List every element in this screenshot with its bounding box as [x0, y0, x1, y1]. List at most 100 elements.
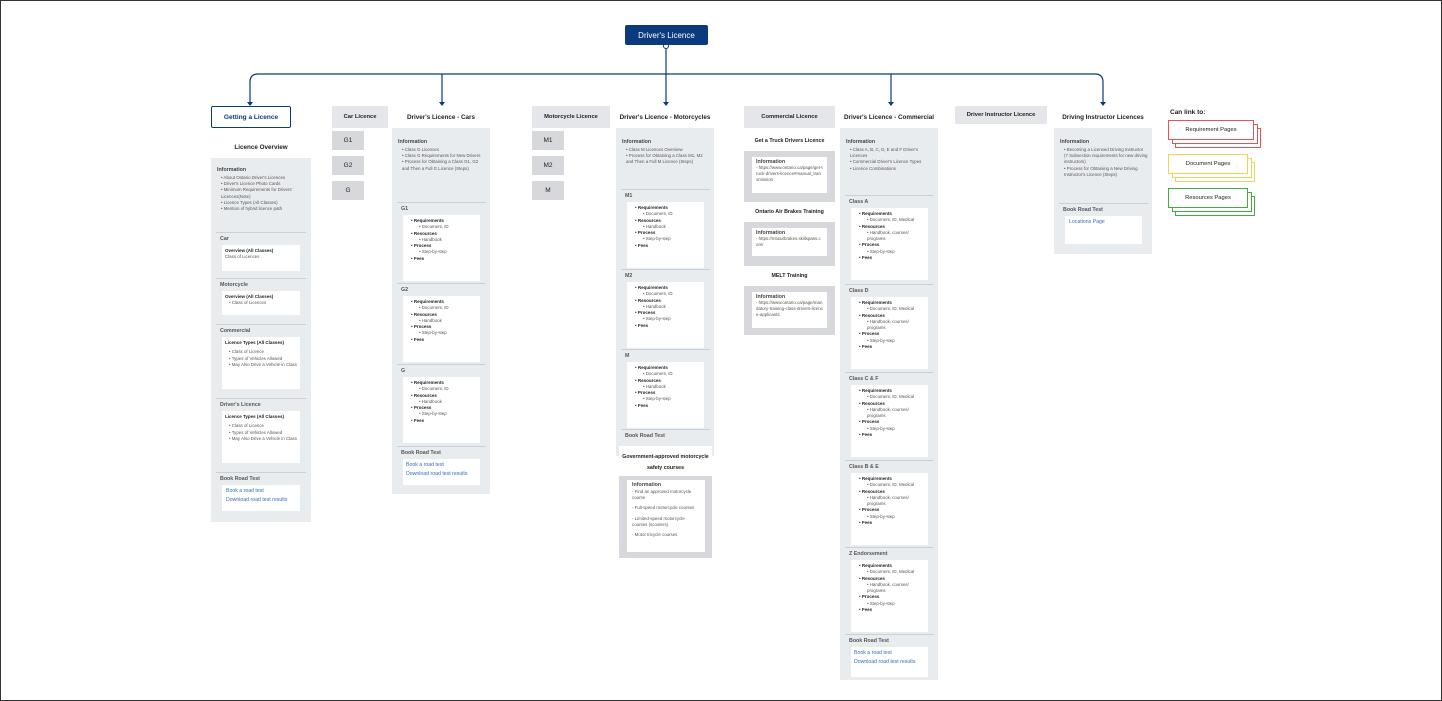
getting-motorcycle-section[interactable]: Motorcycle Overview (All Classes)• Class… — [216, 278, 306, 320]
section-title: Commercial — [220, 328, 251, 334]
moto-level-m2[interactable]: M2 — [532, 156, 564, 175]
class-title: M1 — [625, 193, 633, 199]
truck-licence-url[interactable]: - https://www.ontario.ca/page/get-truck-… — [756, 165, 823, 183]
instructor-info: Information • Becoming a Licensed Drivin… — [1060, 139, 1148, 177]
class-title: G2 — [401, 287, 409, 293]
road-test-results-link[interactable]: Download road test results — [854, 659, 916, 665]
section-title: Book Road Test — [849, 638, 889, 644]
road-test-results-link[interactable]: Download road test results — [226, 497, 288, 503]
class-title: Class C & F — [849, 376, 879, 382]
info-title: Information — [1060, 139, 1090, 145]
class-title: M — [625, 353, 630, 359]
locations-page-link[interactable]: Locations Page — [1069, 219, 1105, 225]
class-details: • Requirements• Document, ID, Medical• R… — [851, 473, 928, 545]
legend-title: Can link to: — [1170, 109, 1206, 116]
section-title: Book Road Test — [220, 476, 260, 482]
car-class-section[interactable]: G2 • Requirements• Document, ID• Resource… — [397, 283, 486, 362]
instructor-header[interactable]: Driving Instructor Licences — [1054, 106, 1152, 128]
melt-training-info: Information- https://www.ontario.ca/page… — [752, 292, 827, 328]
motorcycle-licence-tag[interactable]: Motorcycle Licence — [532, 106, 610, 128]
class-details: • Requirements• Document, ID• Resources•… — [403, 215, 480, 281]
moto-level-m[interactable]: M — [532, 181, 564, 200]
class-details: • Requirements• Document, ID• Resources•… — [627, 202, 704, 268]
moto-level-m1[interactable]: M1 — [532, 131, 564, 150]
info-title: Information — [398, 139, 428, 145]
getting-commercial-section[interactable]: Commercial Licence Types (All Classes) •… — [216, 324, 306, 394]
commercial-class-section[interactable]: Class A • Requirements• Document, ID, Med… — [845, 195, 934, 280]
class-title: G — [401, 368, 406, 374]
class-title: G1 — [401, 206, 409, 212]
moto-safety-courses[interactable]: Government-approved motorcycle safety co… — [619, 446, 712, 558]
course-item: - Motor tricycle courses — [632, 532, 678, 538]
car-class-section[interactable]: G1 • Requirements• Document, ID• Resource… — [397, 202, 486, 281]
class-title: Z Endorsement — [849, 551, 888, 557]
section-line: Class of Licences — [225, 254, 260, 260]
class-details: • Requirements• Document, ID• Resources•… — [627, 282, 704, 348]
truck-licence-info: Information- https://www.ontario.ca/page… — [752, 157, 827, 193]
air-brakes-info: Information- https://mtoairbrakes.skills… — [752, 228, 827, 256]
air-brakes-url[interactable]: - https://mtoairbrakes.skillspass.com/ — [756, 236, 821, 248]
moto-class-section[interactable]: M1 • Requirements• Document, ID• Resource… — [621, 189, 710, 268]
class-details: • Requirements• Document, ID, Medical• R… — [851, 297, 928, 369]
commercial-class-section[interactable]: Class B & E • Requirements• Document, ID,… — [845, 460, 934, 545]
class-details: • Requirements• Document, ID, Medical• R… — [851, 208, 928, 280]
licence-overview-title[interactable]: Licence Overview — [211, 136, 311, 158]
moto-class-section[interactable]: M2 • Requirements• Document, ID• Resource… — [621, 269, 710, 348]
commercial-header[interactable]: Driver's Licence - Commercial — [840, 106, 938, 128]
moto-class-section[interactable]: M • Requirements• Document, ID• Resources… — [621, 349, 710, 428]
root-node[interactable]: Driver's Licence — [625, 25, 708, 45]
class-title: Class D — [849, 288, 869, 294]
melt-training-title[interactable]: MELT Training — [744, 266, 835, 286]
info-title: Information — [217, 167, 247, 173]
truck-licence-title[interactable]: Get a Truck Drivers Licence — [744, 131, 835, 151]
course-item: - Full-speed motorcycle courses — [632, 505, 695, 511]
section-title: Book Road Test — [1063, 207, 1103, 213]
info-item: • Mention of hybrid licence path — [221, 206, 283, 212]
road-test-link[interactable]: Book a road test — [226, 488, 264, 494]
getting-info: Information • About Ontario Driver's Lic… — [217, 167, 307, 212]
road-test-link[interactable]: Book a road test — [406, 462, 444, 468]
car-level-g[interactable]: G — [332, 181, 364, 200]
class-details: • Requirements• Document, ID, Medical• R… — [851, 385, 928, 457]
car-licence-tag[interactable]: Car Licence — [332, 106, 388, 128]
class-title: M2 — [625, 273, 633, 279]
legend-item: Document Pages — [1168, 154, 1248, 174]
section-line: Licence Types (All Classes) — [225, 414, 284, 419]
class-details: • Requirements• Document, ID, Medical• R… — [851, 560, 928, 632]
air-brakes-title[interactable]: Ontario Air Brakes Training — [744, 202, 835, 222]
road-test-results-link[interactable]: Download road test results — [406, 471, 468, 477]
commercial-licence-tag[interactable]: Commercial Licence — [744, 106, 835, 128]
class-title: Class B & E — [849, 464, 879, 470]
car-level-g1[interactable]: G1 — [332, 131, 364, 150]
class-details: • Requirements• Document, ID• Resources•… — [403, 296, 480, 362]
car-class-section[interactable]: G• Requirements• Document, ID• Resources… — [397, 364, 486, 443]
instructor-road-test-section[interactable]: Book Road Test Locations Page — [1059, 203, 1148, 249]
commercial-class-section[interactable]: Class C & F • Requirements• Document, ID,… — [845, 372, 934, 457]
driver-instructor-tag[interactable]: Driver Instructor Licence — [955, 106, 1047, 124]
moto-road-test-section[interactable]: Book Road Test — [621, 429, 710, 449]
getting-car-section[interactable]: Car Overview (All Classes)Class of Licen… — [216, 232, 306, 276]
section-title: Motorcycle — [220, 282, 248, 288]
section-title: Book Road Test — [625, 433, 665, 439]
commercial-class-section[interactable]: Class D • Requirements• Document, ID, Med… — [845, 284, 934, 369]
course-item: - Find an approved motorcycle course — [632, 489, 692, 501]
car-level-g2[interactable]: G2 — [332, 156, 364, 175]
commercial-class-section[interactable]: Z Endorsement • Requirements• Document, I… — [845, 547, 934, 632]
motorcycles-header[interactable]: Driver's Licence - Motorcycles — [616, 106, 714, 128]
section-line: Overview (All Classes) — [225, 248, 274, 253]
melt-training-url[interactable]: - https://www.ontario.ca/page/mandatory-… — [756, 300, 823, 318]
getting-licence-header[interactable]: Getting a Licence — [211, 106, 291, 128]
info-title: Information — [632, 482, 662, 488]
info-title: Information — [846, 139, 876, 145]
getting-drivers-licence-section[interactable]: Driver's Licence Licence Types (All Clas… — [216, 398, 306, 468]
road-test-link[interactable]: Book a road test — [854, 650, 892, 656]
class-title: Class A — [849, 199, 869, 205]
cars-info: Information • Class G Licences • Class G… — [398, 139, 486, 172]
class-details: • Requirements• Document, ID• Resources•… — [627, 362, 704, 428]
safety-courses-title: Government-approved motorcycle safety co… — [619, 446, 712, 476]
cars-header[interactable]: Driver's Licence - Cars — [392, 106, 490, 128]
section-title: Car — [220, 236, 229, 242]
